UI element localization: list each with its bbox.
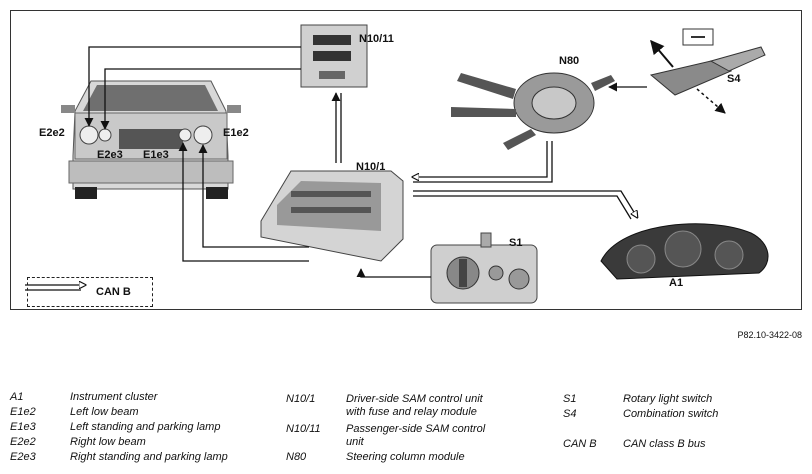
legend-code: N80 <box>286 451 307 463</box>
s4-switch <box>649 28 766 114</box>
can-b-legend-box: CAN B <box>27 277 153 307</box>
legend-desc: Right low beam <box>70 436 146 448</box>
legend-code: E2e3 <box>10 451 36 463</box>
legend-desc: Driver-side SAM control unit <box>346 393 483 405</box>
can-b-arrow <box>25 285 85 291</box>
a1-cluster <box>600 223 769 280</box>
label-e1e3: E1e3 <box>143 149 169 161</box>
figure-reference: P82.10-3422-08 <box>737 330 802 340</box>
n80-module <box>451 72 615 150</box>
legend-col-3: S1 Rotary light switch S4 Combination sw… <box>563 392 803 462</box>
label-e2e3: E2e3 <box>97 149 123 161</box>
legend-code: E2e2 <box>10 436 36 448</box>
label-a1: A1 <box>669 277 684 289</box>
legend-desc: Rotary light switch <box>623 393 713 405</box>
label-n10-11: N10/11 <box>359 33 394 45</box>
legend-col-2: N10/1 Driver-side SAM control unit with … <box>286 392 546 472</box>
legend-desc: Left low beam <box>70 406 139 418</box>
legend-code: S4 <box>563 408 577 420</box>
legend-desc: Left standing and parking lamp <box>70 421 221 433</box>
label-n80: N80 <box>559 55 580 67</box>
legend-desc: with fuse and relay module <box>346 406 477 418</box>
legend-desc: Right standing and parking lamp <box>70 451 228 463</box>
label-can-b: CAN B <box>96 286 131 298</box>
legend-code: CAN B <box>563 438 597 450</box>
legend-desc: Instrument cluster <box>70 391 158 403</box>
label-s4: S4 <box>727 73 741 85</box>
legend-code: E1e3 <box>10 421 36 433</box>
diagram-frame: N10/11 N80 S4 E2e2 E1e2 E2e3 E1e3 N10/1 … <box>10 10 802 310</box>
label-e1e2: E1e2 <box>223 127 249 139</box>
n10-1-module <box>260 170 404 262</box>
legend-code: N10/11 <box>286 423 321 435</box>
car-front-view <box>61 80 241 199</box>
legend-desc: Steering column module <box>346 451 465 463</box>
label-n10-1: N10/1 <box>356 161 386 173</box>
n10-11-module <box>300 24 368 88</box>
legend-code: E1e2 <box>10 406 36 418</box>
s1-switch <box>430 232 538 304</box>
legend-code: S1 <box>563 393 577 405</box>
legend-desc: Passenger-side SAM control <box>346 423 486 435</box>
legend-code: A1 <box>10 391 24 403</box>
label-e2e2: E2e2 <box>39 127 65 139</box>
legend-col-1: A1 Instrument cluster E1e2 Left low beam… <box>10 390 270 470</box>
signal-lines <box>84 46 647 278</box>
diagram-drawing <box>25 24 769 304</box>
legend-code: N10/1 <box>286 393 316 405</box>
legend-desc: CAN class B bus <box>623 438 706 450</box>
legend-desc: Combination switch <box>623 408 719 420</box>
legend-desc: unit <box>346 436 364 448</box>
label-s1: S1 <box>509 237 523 249</box>
